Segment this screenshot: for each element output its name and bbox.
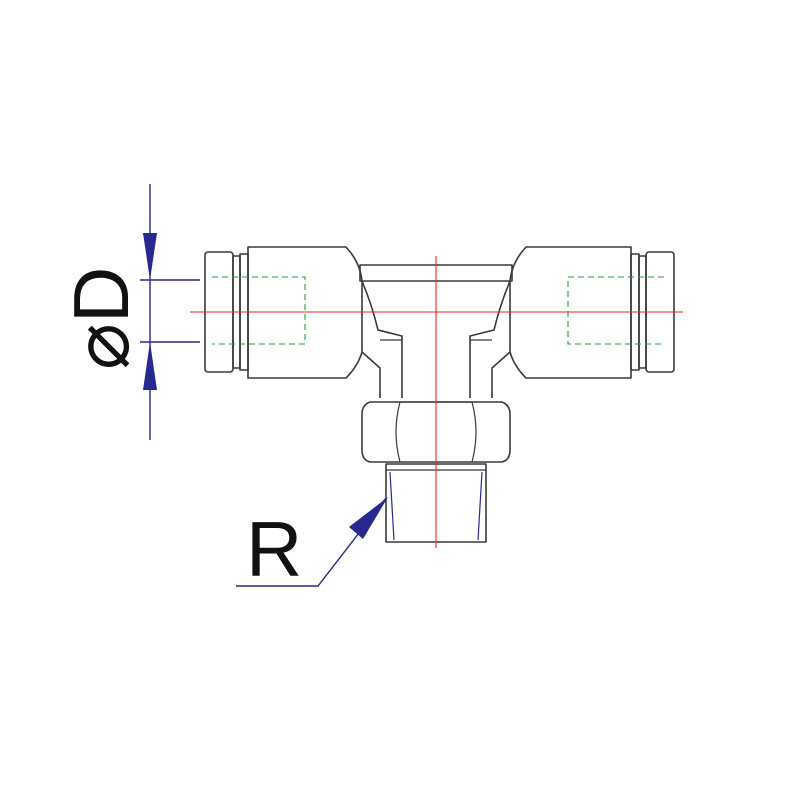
thread-label: R bbox=[246, 505, 302, 593]
thread-dimension: R bbox=[236, 497, 388, 593]
centerlines bbox=[190, 256, 683, 548]
diameter-dimension: ⌀D bbox=[57, 184, 200, 440]
diameter-label: ⌀D bbox=[57, 267, 145, 370]
arrow-leader-icon bbox=[349, 497, 388, 539]
arrow-up-icon bbox=[143, 342, 157, 390]
tee-body bbox=[359, 264, 513, 398]
arrow-down-icon bbox=[143, 233, 157, 280]
